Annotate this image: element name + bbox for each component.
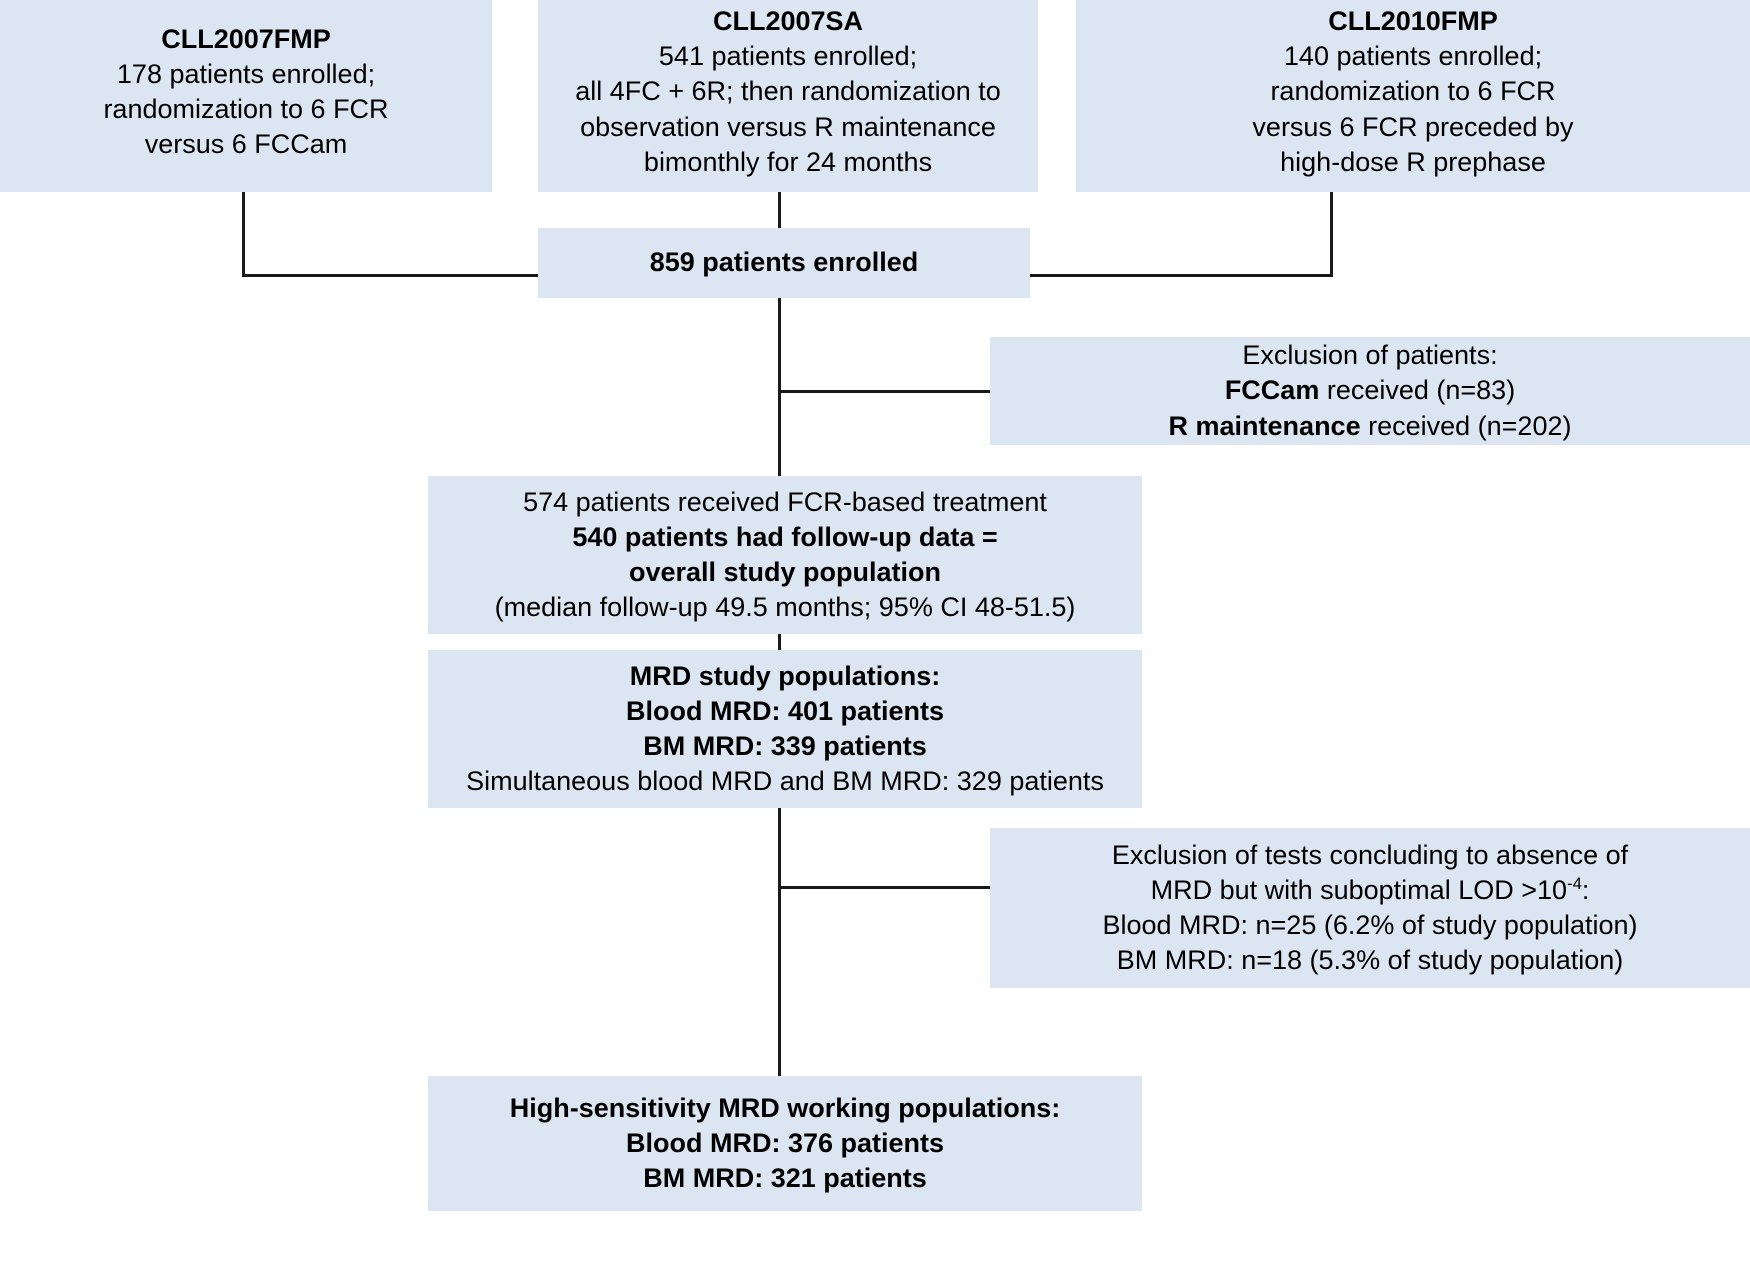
trial-cll2010fmp-line-4: high-dose R prephase [1280, 146, 1546, 177]
connector-branch-exclusion-tests [778, 886, 992, 889]
mrd-study-populations-line-3: BM MRD: 339 patients [643, 731, 927, 761]
exclusion-patients-item-2-rest: received (n=202) [1360, 410, 1572, 441]
connector-left-trial-vertical [242, 192, 245, 276]
trial-cll2007fmp-title: CLL2007FMP [161, 23, 331, 54]
trial-cll2010fmp-line-1: 140 patients enrolled; [1283, 41, 1543, 72]
exclusion-patients-item-2-bold: R maintenance [1168, 410, 1361, 441]
box-trial-cll2007sa: CLL2007SA 541 patients enrolled; all 4FC… [538, 0, 1038, 192]
exclusion-patients-heading: Exclusion of patients: [1242, 340, 1498, 371]
trial-cll2007sa-line-4: bimonthly for 24 months [643, 146, 933, 177]
box-fcr-treated: 574 patients received FCR-based treatmen… [428, 476, 1142, 634]
box-mrd-study-populations: MRD study populations: Blood MRD: 401 pa… [428, 650, 1142, 808]
box-trial-cll2007fmp: CLL2007FMP 178 patients enrolled; random… [0, 0, 492, 192]
exclusion-tests-line-2-post: : [1581, 874, 1590, 905]
exclusion-tests-line-1: Exclusion of tests concluding to absence… [1111, 839, 1629, 870]
high-sensitivity-line-2: Blood MRD: 376 patients [625, 1127, 945, 1158]
connector-spine-mrd-to-high-sensitivity [778, 808, 781, 1076]
connector-left-trial-horizontal [242, 274, 542, 277]
fcr-treated-line-2: 540 patients had follow-up data = [572, 521, 998, 552]
trial-cll2010fmp-line-2: randomization to 6 FCR [1270, 76, 1556, 107]
trial-cll2007sa-line-1: 541 patients enrolled; [658, 41, 918, 72]
fcr-treated-line-3: overall study population [628, 557, 942, 587]
enrolled-total-line: 859 patients enrolled [649, 247, 919, 278]
trial-cll2007fmp-line-2: randomization to 6 FCR [103, 94, 389, 124]
connector-center-trial-vertical [778, 192, 781, 230]
trial-cll2007fmp-line-1: 178 patients enrolled; [116, 58, 376, 89]
trial-cll2010fmp-title: CLL2010FMP [1328, 6, 1498, 37]
exclusion-patients-item-2: R maintenance received (n=202) [1169, 409, 1572, 444]
connector-spine-enrolled-to-fcr [778, 298, 781, 478]
trial-cll2007fmp-line-3: versus 6 FCCam [144, 129, 348, 160]
exclusion-tests-line-2-pre: MRD but with suboptimal LOD >10 [1150, 874, 1568, 905]
trial-cll2007sa-title: CLL2007SA [712, 6, 864, 37]
trial-cll2007sa-line-2: all 4FC + 6R; then randomization to [575, 76, 1001, 107]
mrd-study-populations-heading: MRD study populations: [629, 660, 941, 691]
connector-fcr-to-mrd [778, 634, 781, 650]
exclusion-tests-line-2-superscript: -4 [1567, 873, 1582, 893]
exclusion-patients-item-1-rest: received (n=83) [1319, 375, 1516, 406]
box-enrolled-total: 859 patients enrolled [538, 228, 1030, 298]
box-exclusion-patients: Exclusion of patients: FCCam received (n… [990, 337, 1750, 445]
connector-branch-exclusion-patients [778, 390, 992, 393]
box-trial-cll2010fmp: CLL2010FMP 140 patients enrolled; random… [1076, 0, 1750, 192]
exclusion-tests-line-4: BM MRD: n=18 (5.3% of study population) [1116, 945, 1624, 976]
connector-right-trial-horizontal [1030, 274, 1333, 277]
fcr-treated-line-4: (median follow-up 49.5 months; 95% CI 48… [494, 592, 1076, 623]
box-exclusion-tests: Exclusion of tests concluding to absence… [990, 828, 1750, 988]
exclusion-tests-line-3: Blood MRD: n=25 (6.2% of study populatio… [1102, 910, 1638, 940]
high-sensitivity-line-3: BM MRD: 321 patients [643, 1163, 927, 1194]
box-high-sensitivity-populations: High-sensitivity MRD working populations… [428, 1076, 1142, 1211]
exclusion-patients-item-1-bold: FCCam [1224, 375, 1320, 406]
mrd-study-populations-line-2: Blood MRD: 401 patients [625, 695, 945, 726]
connector-right-trial-vertical [1330, 192, 1333, 276]
high-sensitivity-heading: High-sensitivity MRD working populations… [509, 1092, 1061, 1123]
exclusion-tests-line-2: MRD but with suboptimal LOD >10-4: [1151, 873, 1590, 908]
exclusion-patients-item-1: FCCam received (n=83) [1225, 373, 1515, 408]
trial-cll2010fmp-line-3: versus 6 FCR preceded by [1252, 111, 1574, 142]
mrd-study-populations-line-4: Simultaneous blood MRD and BM MRD: 329 p… [466, 766, 1104, 797]
fcr-treated-line-1: 574 patients received FCR-based treatmen… [523, 486, 1047, 517]
trial-cll2007sa-line-3: observation versus R maintenance [580, 111, 996, 142]
